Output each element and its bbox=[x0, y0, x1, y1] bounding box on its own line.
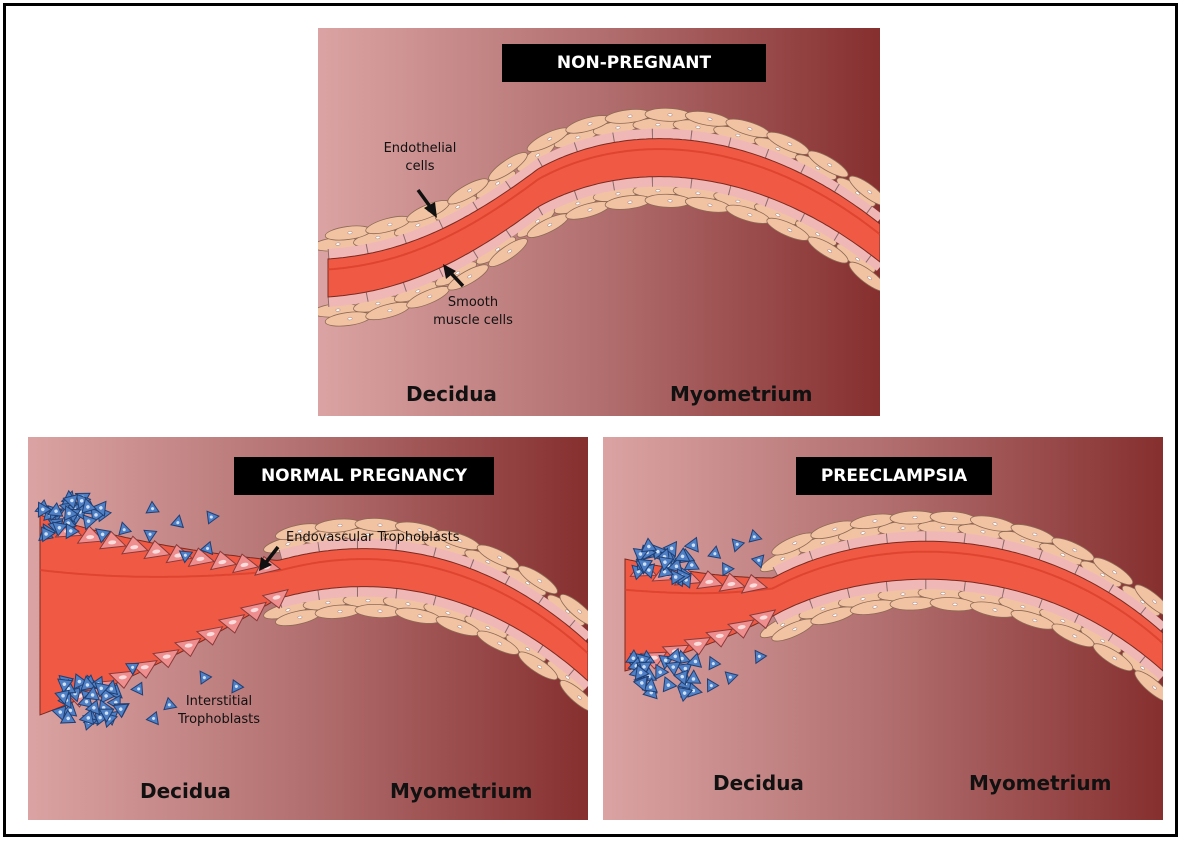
panel-non-pregnant: NON-PREGNANT Endothelial cells Smooth mu… bbox=[318, 28, 880, 416]
decidua-label: Decidua bbox=[140, 779, 231, 803]
endothelial-cells-label: Endothelial cells bbox=[370, 140, 470, 176]
myometrium-label: Myometrium bbox=[390, 779, 532, 803]
panel-title: NORMAL PREGNANCY bbox=[234, 457, 494, 495]
interstitial-label-line2: Trophoblasts bbox=[164, 711, 274, 729]
panel-normal-pregnancy: NORMAL PREGNANCY Endovascular Trophoblas… bbox=[28, 437, 588, 820]
panel-title: NON-PREGNANT bbox=[502, 44, 766, 82]
panel-title: PREECLAMPSIA bbox=[796, 457, 992, 495]
panel-preeclampsia: PREECLAMPSIA Decidua Myometrium bbox=[603, 437, 1163, 820]
smooth-muscle-cells-label: Smooth muscle cells bbox=[418, 294, 528, 330]
interstitial-label-line1: Interstitial bbox=[164, 693, 274, 711]
myometrium-label: Myometrium bbox=[969, 771, 1111, 795]
decidua-label: Decidua bbox=[713, 771, 804, 795]
endothelial-label-line2: cells bbox=[370, 158, 470, 176]
endovascular-trophoblasts-label: Endovascular Trophoblasts bbox=[286, 529, 460, 547]
myometrium-label: Myometrium bbox=[670, 382, 812, 406]
decidua-label: Decidua bbox=[406, 382, 497, 406]
non-pregnant-illustration bbox=[318, 28, 880, 416]
smooth-label-line1: Smooth bbox=[418, 294, 528, 312]
interstitial-trophoblasts-label: Interstitial Trophoblasts bbox=[164, 693, 274, 729]
endothelial-label-line1: Endothelial bbox=[370, 140, 470, 158]
smooth-label-line2: muscle cells bbox=[418, 312, 528, 330]
